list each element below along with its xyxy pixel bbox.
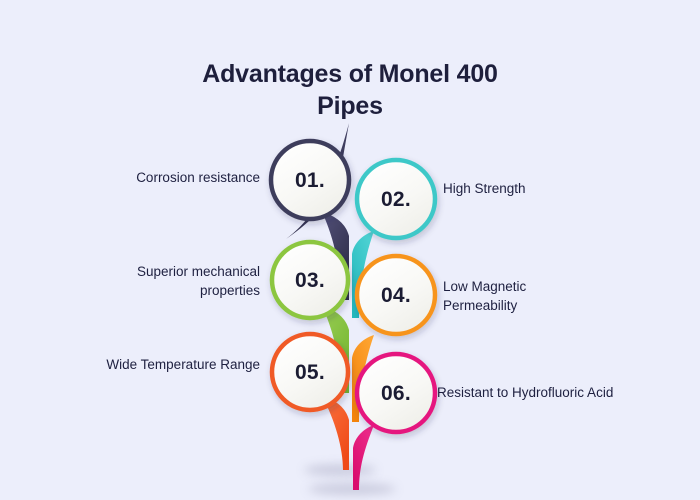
pin-number-06: 06. bbox=[380, 382, 412, 405]
page-title: Advantages of Monel 400 Pipes bbox=[202, 60, 498, 120]
item-label-02: High Strength bbox=[443, 181, 526, 196]
pin-circle-06[interactable] bbox=[354, 351, 438, 435]
item-label-03: Superior mechanical properties bbox=[136, 264, 260, 299]
pin-number-05: 05. bbox=[294, 361, 326, 384]
item-label-04: Low Magnetic Permeability bbox=[443, 279, 527, 314]
pin-number-04: 04. bbox=[380, 284, 412, 307]
pin-tail-06 bbox=[353, 425, 374, 490]
pin-circle-05[interactable] bbox=[269, 331, 351, 413]
pin-tail-05 bbox=[322, 396, 349, 470]
pin-number-01: 01. bbox=[294, 169, 326, 192]
pin-circle-01[interactable] bbox=[268, 138, 352, 222]
item-label-01: Corrosion resistance bbox=[136, 170, 260, 185]
pin-number-02: 02. bbox=[380, 188, 412, 211]
pin-circle-04[interactable] bbox=[354, 253, 438, 337]
item-label-05: Wide Temperature Range bbox=[106, 357, 260, 372]
pin-circle-03[interactable] bbox=[269, 239, 351, 321]
pin-number-03: 03. bbox=[294, 269, 326, 292]
ground-shadows bbox=[304, 464, 396, 495]
pin-circle-02[interactable] bbox=[354, 157, 438, 241]
item-label-06: Resistant to Hydrofluoric Acid bbox=[437, 385, 614, 400]
